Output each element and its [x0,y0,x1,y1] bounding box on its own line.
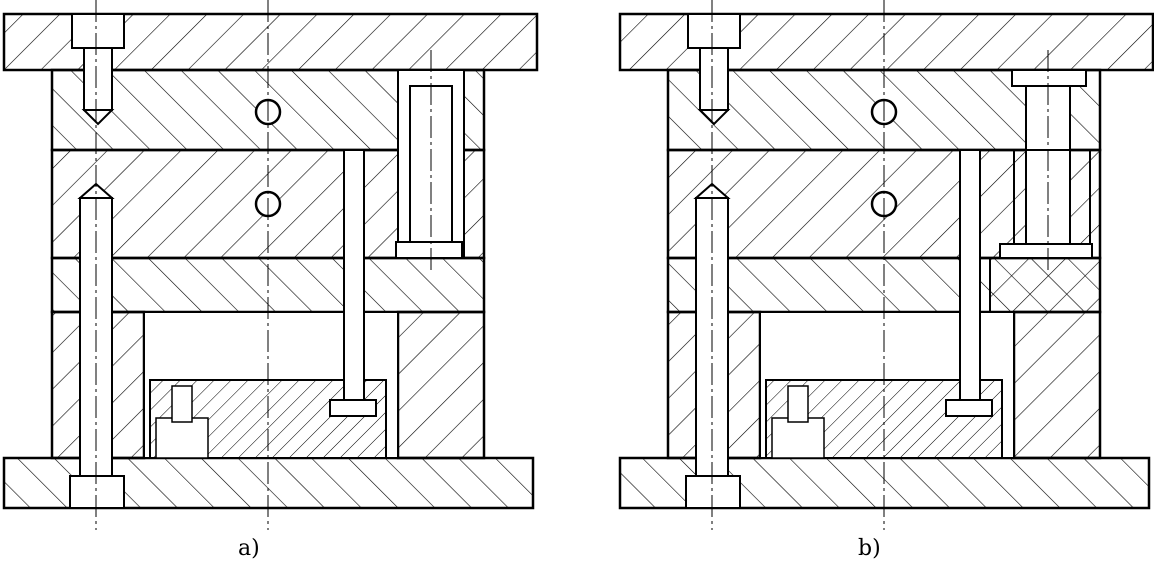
small-pin [171,385,193,423]
top-screw-head [687,13,741,49]
top-screw-head [71,13,125,49]
lower-insert-inner [771,417,825,459]
small-pin [787,385,809,423]
guide-pin-collar [395,241,463,259]
panel-b-caption: b) [858,536,881,561]
panel-a-caption: a) [238,536,260,561]
top-screw-tip [81,109,115,126]
right-support-wall [1012,310,1102,460]
lower-insert-inner [155,417,209,459]
ejector-pin [959,149,981,401]
left-bolt-head [69,475,125,509]
ejector-pin-head [329,399,377,417]
ejector-pin-head [945,399,993,417]
pin-block [989,257,1101,313]
panel-b-drawing [618,0,1154,530]
top-screw-shank [83,47,113,111]
ejector-pin [343,149,365,401]
left-bolt-head [685,475,741,509]
top-screw-shank [699,47,729,111]
panel-a-drawing [2,0,539,530]
guide-bushing-collar [999,243,1093,259]
guide-pin-head [1011,69,1087,87]
right-support-wall [396,310,486,460]
top-screw-tip [697,109,731,126]
